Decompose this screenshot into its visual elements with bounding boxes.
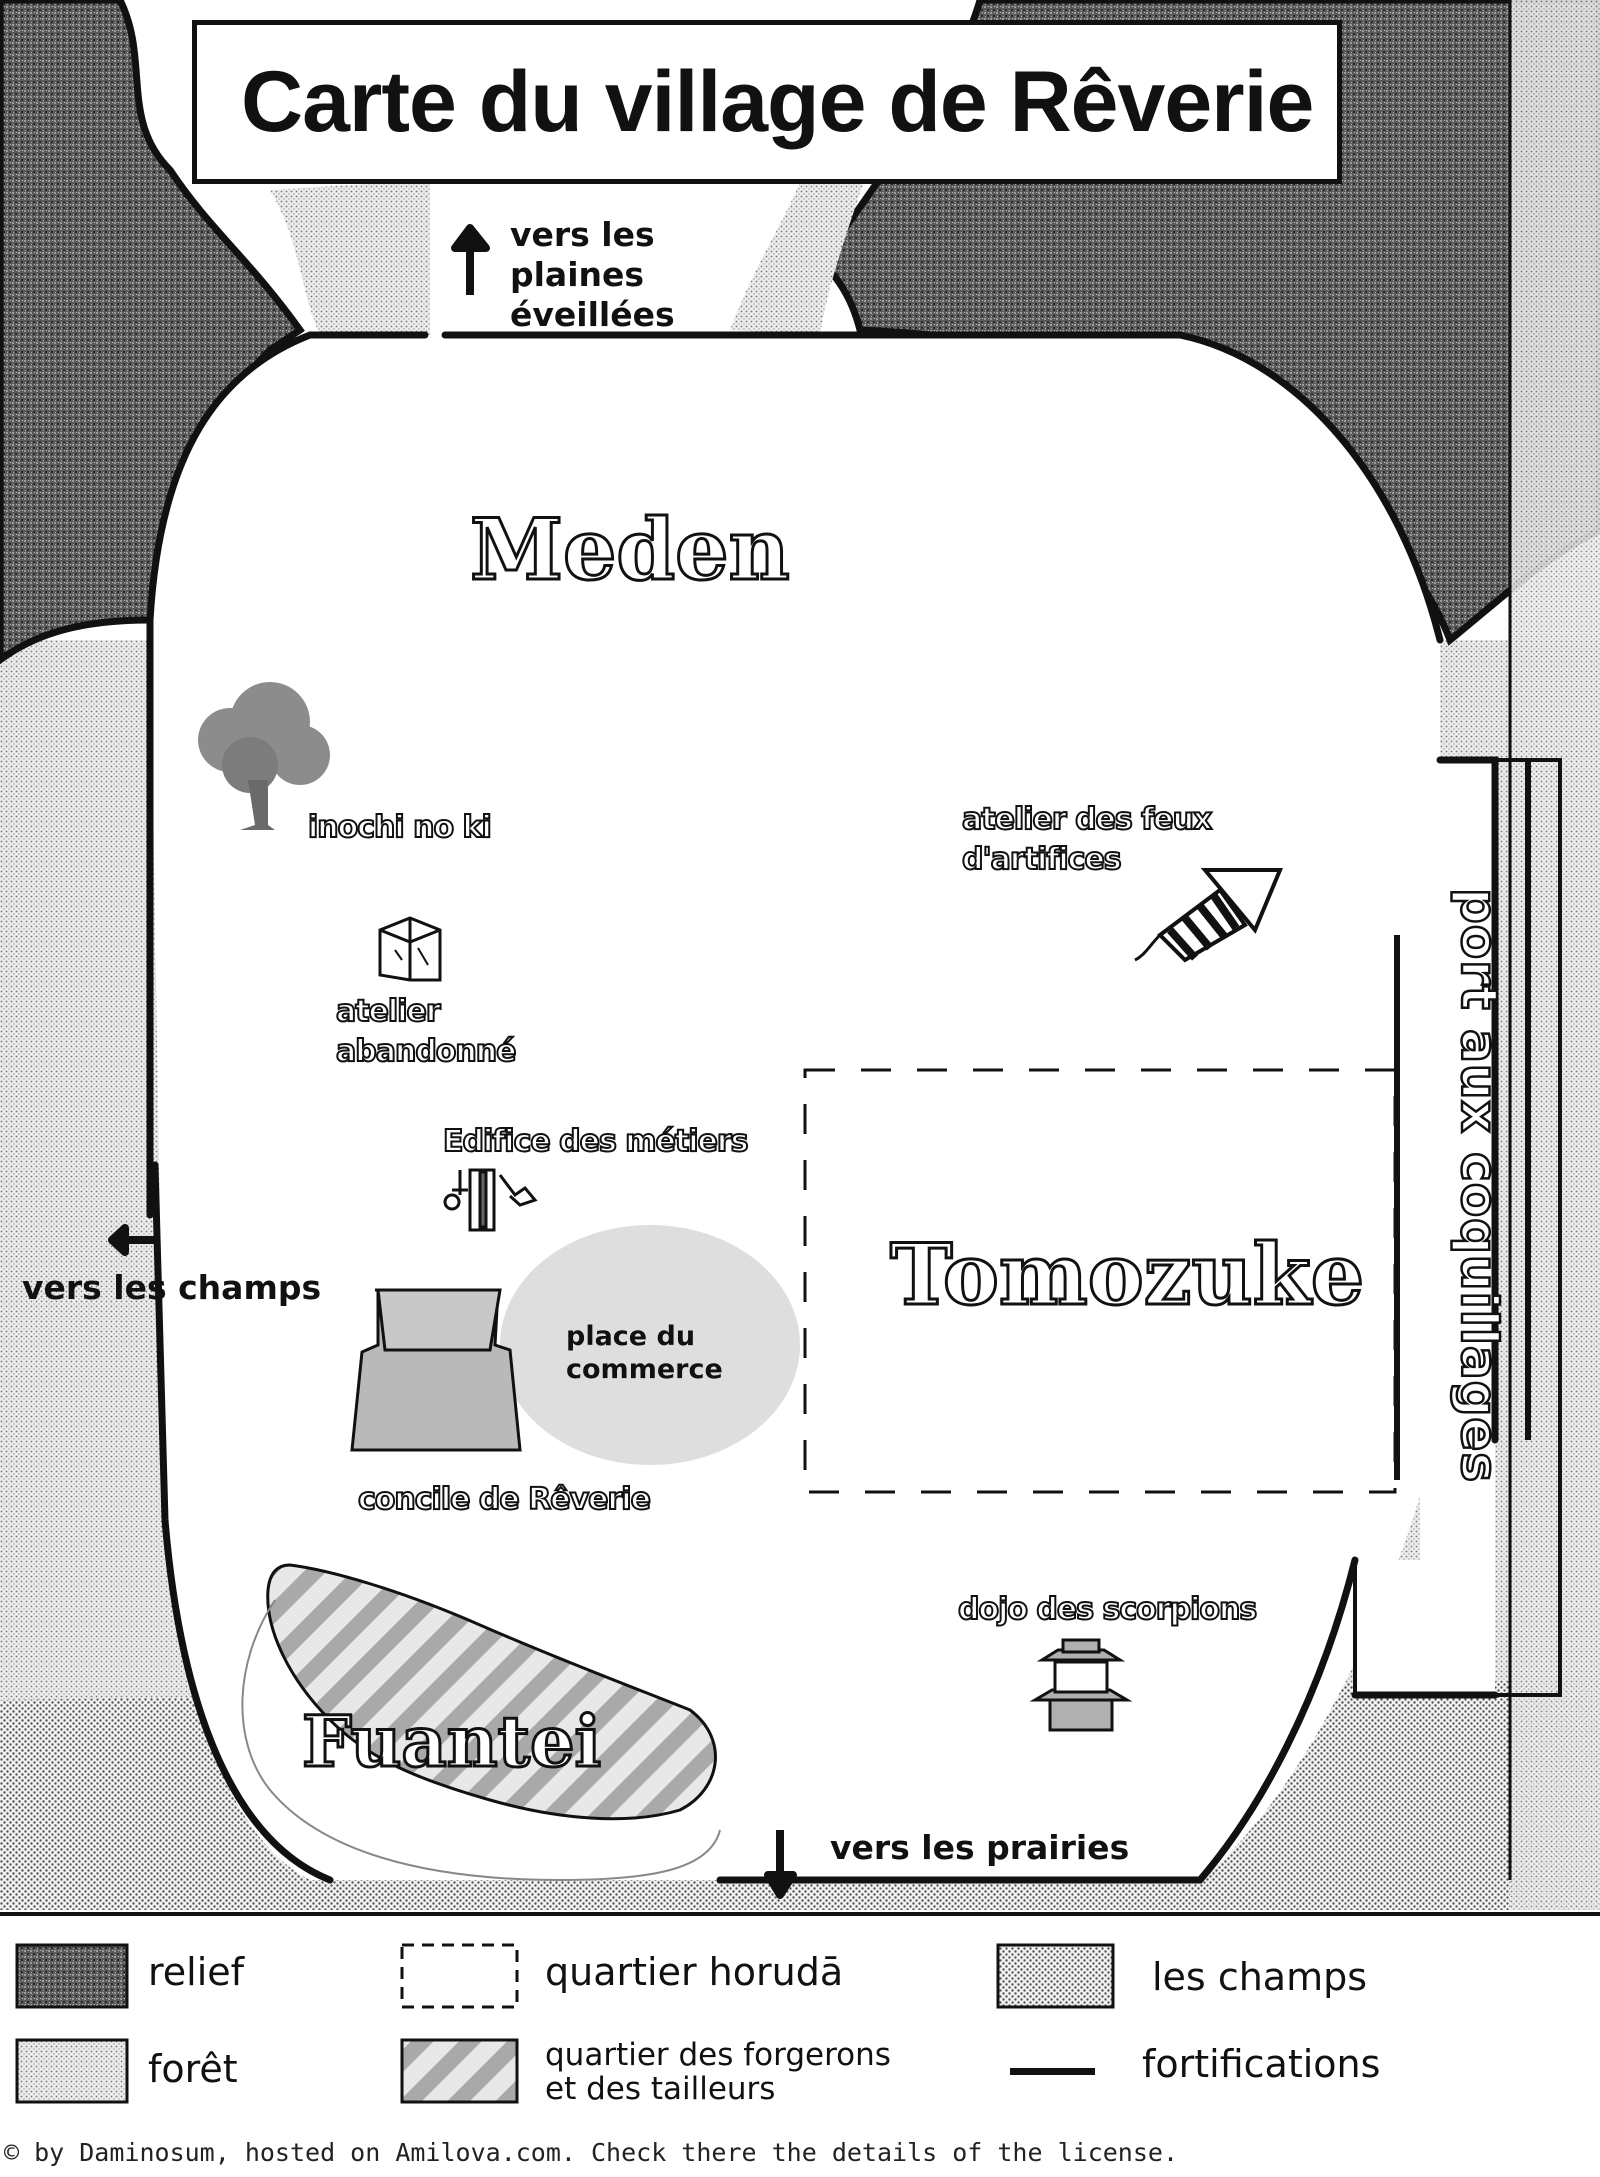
horuda-quarter	[803, 1068, 1397, 1494]
arrow-west-icon	[108, 1224, 160, 1256]
legend-forgerons-label: quartier des forgerons et des tailleurs	[545, 2038, 891, 2106]
workshop-line-1: atelier	[335, 993, 442, 1030]
legend-foret-label: forêt	[148, 2047, 238, 2091]
fuantei-boundary	[241, 1599, 721, 1882]
legend-champs-label: les champs	[1152, 1955, 1368, 1999]
legend-fortifications-label: fortifications	[1142, 2042, 1381, 2086]
abandoned-workshop-icon	[378, 916, 442, 982]
legend-relief-swatch	[15, 1943, 129, 2009]
legend-horuda-label: quartier horudā	[545, 1950, 844, 1994]
place-market-label: place du commerce	[566, 1320, 723, 1386]
place-council-label: concile de Rêverie	[357, 1481, 652, 1518]
port-block	[1355, 640, 1495, 1695]
workshop-line-2: abandonné	[335, 1033, 517, 1070]
map-title: Carte du village de Rêverie	[241, 53, 1314, 150]
forest-valley-north	[270, 180, 430, 335]
place-trades-label: Edifice des métiers	[442, 1123, 750, 1160]
legend-champs-swatch	[996, 1943, 1115, 2009]
credit-line: © by Daminosum, hosted on Amilova.com. C…	[4, 2138, 1178, 2167]
title-box: Carte du village de Rêverie	[192, 20, 1342, 184]
market-place-area	[500, 1225, 800, 1465]
dojo-icon	[1029, 1638, 1133, 1732]
forgerons-line-2: et des tailleurs	[545, 2071, 776, 2107]
south-direction-label: vers les prairies	[830, 1828, 1130, 1867]
legend-relief-label: relief	[148, 1950, 245, 1994]
fireworks-line-2: d'artifices	[961, 841, 1123, 878]
legend-horuda-swatch	[400, 1943, 519, 2009]
arrow-north-icon	[451, 224, 490, 295]
legend-forest-swatch	[15, 2038, 129, 2104]
forgerons-line-1: quartier des forgerons	[545, 2037, 891, 2073]
market-line-2: commerce	[566, 1354, 723, 1385]
relief-area-west	[0, 0, 305, 665]
fireworks-rocket-icon	[1134, 868, 1283, 963]
tree-icon	[198, 682, 330, 830]
port-wall-inner	[1394, 760, 1531, 1480]
port-label: port aux coquillages	[1449, 887, 1510, 1485]
market-line-1: place du	[566, 1321, 696, 1352]
fuantei-quarter	[266, 1563, 717, 1821]
village-interior	[150, 335, 1440, 1880]
arrow-south-icon	[764, 1830, 797, 1899]
north-line-3: éveillées	[510, 295, 675, 334]
place-tree-label: inochi no ki	[307, 809, 493, 846]
fireworks-line-1: atelier des feux	[961, 801, 1213, 838]
north-line-2: plaines	[510, 255, 645, 294]
place-dojo-label: dojo des scorpions	[957, 1591, 1258, 1628]
district-fuantei: Fuantei	[300, 1699, 602, 1785]
place-fireworks-label: atelier des feux d'artifices	[961, 800, 1213, 880]
north-line-1: vers les	[510, 215, 655, 254]
place-workshop-label: atelier abandonné	[335, 992, 517, 1072]
trades-building-icon	[443, 1168, 538, 1232]
district-tomozuke: Tomozuke	[888, 1224, 1365, 1326]
legend-forgerons-swatch	[400, 2038, 519, 2104]
north-direction-label: vers les plaines éveillées	[510, 215, 675, 335]
port-wall-outer	[1353, 758, 1562, 1697]
forest-east-edge	[1510, 0, 1600, 1910]
west-direction-label: vers les champs	[22, 1268, 322, 1307]
district-meden: Meden	[469, 499, 792, 601]
legend-fortifications-swatch	[1010, 2068, 1095, 2075]
